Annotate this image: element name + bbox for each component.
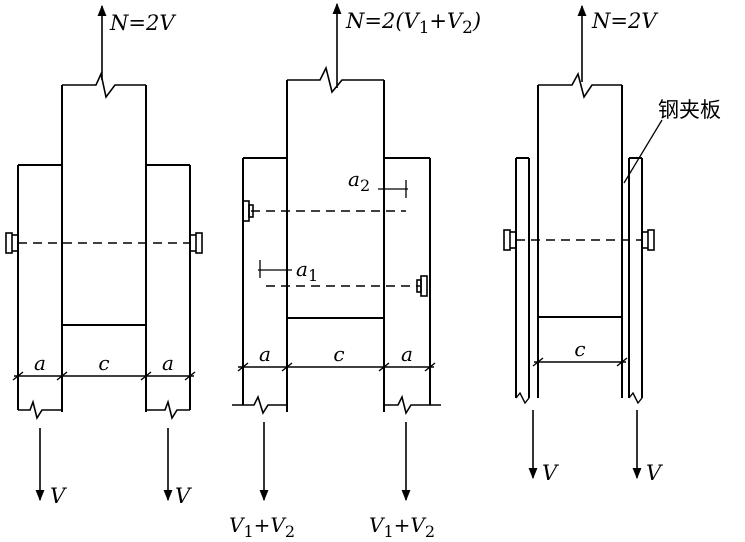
right-load-label-left: V (542, 461, 559, 485)
middle-side-member-right (383, 157, 441, 416)
right-bolt (503, 229, 655, 251)
left-load-label-right: V (175, 484, 192, 508)
left-force-label: N=2V (109, 11, 176, 35)
left-side-member-left (17, 164, 62, 421)
right-dimension-line (532, 357, 628, 367)
middle-bolt-lower (266, 275, 428, 297)
middle-side-member-left (232, 157, 287, 415)
left-side-member-right (145, 164, 191, 421)
middle-central-member (286, 65, 385, 412)
right-dim-c: c (574, 337, 585, 361)
middle-bolt-upper (242, 200, 406, 222)
middle-panel-labels: N=2(V1+V2) a2 a1 a c a V1+V2 V1+V2 (229, 9, 481, 541)
middle-panel (232, 2, 441, 502)
left-panel (5, 4, 203, 502)
middle-load-label-left: V1+V2 (229, 513, 295, 541)
right-force-label: N=2V (591, 9, 658, 33)
middle-a1-label: a1 (296, 257, 318, 285)
right-panel-labels: N=2V 钢夹板 c V V (542, 9, 721, 485)
right-load-label-right: V (646, 461, 663, 485)
right-panel (503, 4, 663, 480)
middle-dimension-line (237, 362, 436, 372)
middle-a2-label: a2 (348, 167, 370, 195)
middle-dim-a-right: a (401, 342, 413, 366)
middle-dim-a-left: a (259, 342, 271, 366)
right-steel-plate-right (628, 157, 643, 405)
left-dim-a-left: a (34, 351, 46, 375)
left-dimension-line (12, 371, 196, 381)
middle-force-label: N=2(V1+V2) (345, 9, 481, 37)
left-bolt (5, 232, 203, 254)
middle-edge-distance-a2 (378, 180, 408, 198)
right-plate-leader (623, 119, 663, 184)
right-plate-label: 钢夹板 (658, 98, 721, 122)
middle-dim-c: c (333, 342, 344, 366)
left-load-label-left: V (50, 484, 67, 508)
left-panel-labels: N=2V a c a V V (34, 11, 192, 508)
right-central-member (537, 71, 623, 398)
right-steel-plate-left (515, 157, 530, 405)
left-dim-a-right: a (162, 351, 174, 375)
left-dim-c: c (98, 351, 109, 375)
middle-load-label-right: V1+V2 (369, 513, 435, 541)
middle-edge-distance-a1 (258, 260, 292, 278)
left-central-member (61, 71, 147, 412)
